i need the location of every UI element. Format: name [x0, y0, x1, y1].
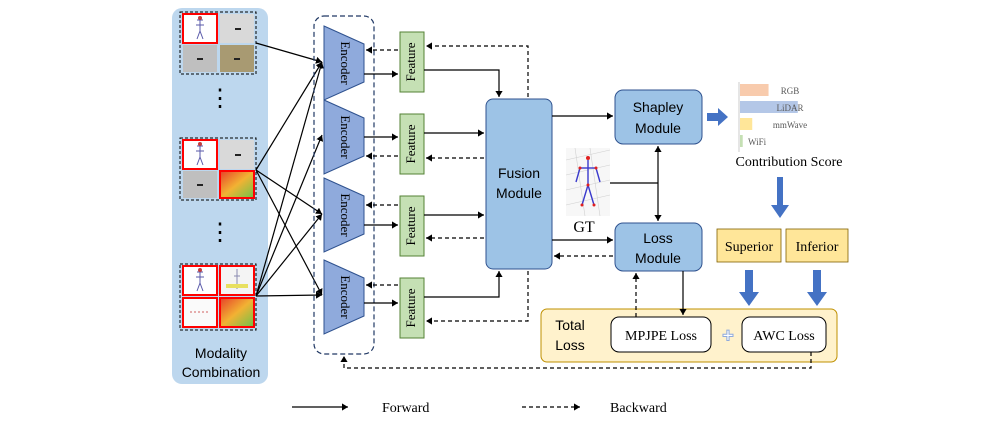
encoder-feature-arrows [364, 70, 398, 307]
shapley-label-line1: Shapley [633, 99, 684, 115]
feature-4: Feature [399, 277, 425, 339]
fusion-module [485, 98, 553, 270]
mpjpe-loss-box [610, 316, 712, 353]
total-loss-line1: Total [555, 317, 585, 333]
feature-fusion-forward [424, 69, 503, 298]
contribution-label-lidar: LiDAR [777, 103, 804, 113]
score-down-arrow [771, 177, 789, 218]
legend-forward-label: Forward [382, 401, 429, 416]
fusion-label-line2: Module [496, 185, 542, 201]
modality-encoder-connections [255, 42, 324, 299]
loss-module [614, 222, 703, 272]
inferior-down-arrow [807, 270, 827, 306]
encoder-label-4: Encoder [338, 275, 353, 319]
loss-encoder-backward [340, 352, 812, 369]
loss-module-label-line2: Module [635, 250, 681, 266]
modality-group-3 [179, 263, 257, 331]
inferior-label: Inferior [796, 240, 839, 255]
encoder-1: Encoder [323, 25, 365, 101]
modality-group-1 [179, 11, 257, 75]
plus-sign: + [722, 325, 734, 347]
awc-loss-box [741, 316, 827, 353]
encoder-label-1: Encoder [338, 41, 353, 85]
feature-3: Feature [399, 195, 425, 257]
encoder-label-2: Encoder [338, 115, 353, 159]
loss-module-label-line1: Loss [643, 230, 673, 246]
gt-label: GT [573, 219, 595, 236]
encoder-4: Encoder [323, 259, 365, 335]
encoder-label-3: Encoder [338, 193, 353, 237]
shapley-module [614, 89, 703, 145]
contribution-bar-rgb [740, 84, 769, 96]
modality-label-line1: Modality [195, 345, 247, 361]
awc-loss-label: AWC Loss [753, 329, 815, 344]
shapley-to-score-arrow [707, 108, 728, 126]
ellipsis-1: ⋮ [208, 86, 232, 112]
mpjpe-loss-label: MPJPE Loss [625, 329, 697, 344]
encoder-3: Encoder [323, 177, 365, 253]
contribution-bar-wifi [740, 135, 743, 147]
superior-down-arrow [739, 270, 759, 306]
feature-label-4: Feature [403, 288, 418, 327]
fusion-output-arrows [552, 112, 662, 244]
contribution-label-rgb: RGB [781, 86, 800, 96]
gt-skeleton-image [565, 147, 611, 217]
feature-label-3: Feature [403, 206, 418, 245]
fusion-feature-backward [426, 42, 529, 325]
modality-group-2 [179, 137, 257, 201]
feature-encoder-backward [366, 46, 398, 289]
fusion-label-line1: Fusion [498, 165, 540, 181]
feature-1: Feature [399, 31, 425, 93]
feature-label-2: Feature [403, 124, 418, 163]
superior-label: Superior [725, 240, 774, 255]
shapley-label-line2: Module [635, 120, 681, 136]
contribution-label-mmwave: mmWave [773, 120, 807, 130]
encoder-2: Encoder [323, 99, 365, 175]
superior-box [716, 228, 782, 263]
modality-label-line2: Combination [182, 364, 261, 380]
legend-backward-label: Backward [610, 401, 667, 416]
ellipsis-2: ⋮ [208, 220, 232, 246]
contribution-title: Contribution Score [736, 155, 843, 170]
contribution-label-wifi: WiFi [748, 137, 767, 147]
feature-2: Feature [399, 113, 425, 175]
contribution-bar-lidar [740, 101, 798, 113]
encoder-group [313, 15, 375, 355]
total-loss-line2: Loss [555, 337, 585, 353]
contribution-bar-mmwave [740, 118, 753, 130]
inferior-box [785, 228, 849, 263]
feature-label-1: Feature [403, 42, 418, 81]
